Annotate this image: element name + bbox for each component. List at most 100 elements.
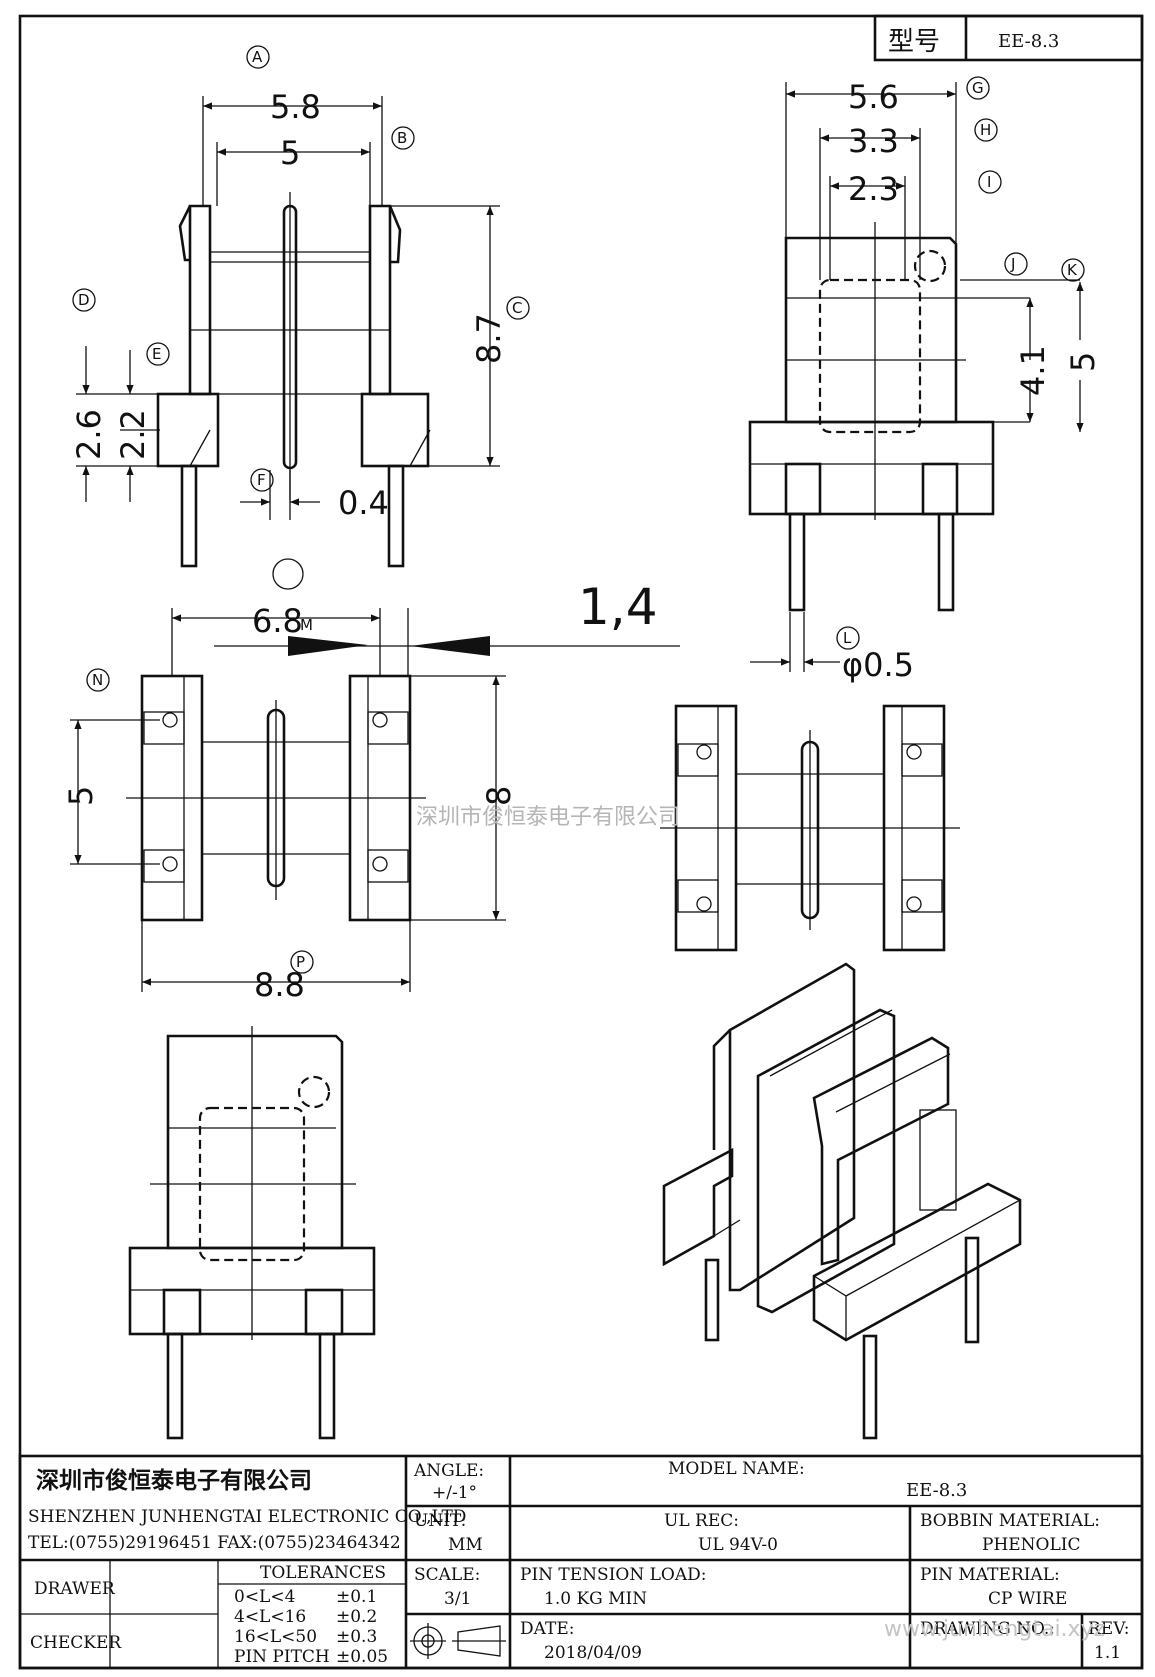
date-label: DATE: <box>520 1619 574 1639</box>
projection-symbol-icon <box>410 1623 506 1659</box>
svg-text:L: L <box>843 629 852 647</box>
label-i: I <box>978 170 1002 194</box>
company-contact: TEL:(0755)29196451 FAX:(0755)23464342 <box>28 1533 401 1553</box>
dim-o-height: 8 <box>480 786 518 806</box>
dim-g-width: 5.6 <box>848 78 899 116</box>
label-f: F <box>250 468 274 492</box>
svg-text:D: D <box>78 291 90 309</box>
svg-text:G: G <box>972 79 984 97</box>
unit-value: MM <box>448 1535 483 1555</box>
label-p: P <box>290 950 314 974</box>
rev-label: REV: <box>1088 1619 1130 1639</box>
end-view <box>128 1026 376 1440</box>
checker-label: CHECKER <box>30 1633 122 1653</box>
dim-d-height: 2.6 <box>70 409 108 460</box>
label-h: H <box>974 118 998 142</box>
angle-value: +/-1° <box>432 1483 477 1503</box>
drawing-no-label: DRAWING NO.: <box>920 1619 1055 1639</box>
dim-a-width: 5.8 <box>270 88 321 126</box>
svg-text:J: J <box>1010 255 1015 273</box>
unit-label: UNIT: <box>414 1511 466 1531</box>
ul-label: UL REC: <box>664 1511 739 1531</box>
rev-value: 1.1 <box>1094 1643 1121 1663</box>
tol-range-1: 4<L<16 <box>234 1607 306 1627</box>
dim-f-pin: 0.4 <box>338 484 389 522</box>
tol-value-3: ±0.05 <box>336 1647 388 1667</box>
dim-j-height: 4.1 <box>1014 345 1052 396</box>
label-d: D <box>72 288 96 312</box>
bottom-view-dimensions: 6.8 M 1,4 5 8 8.8 <box>62 578 680 1004</box>
pin-tension-label: PIN TENSION LOAD: <box>520 1565 707 1585</box>
label-j: J <box>1004 252 1028 276</box>
watermark-url: www.junhengtai.xyz <box>884 1617 1105 1642</box>
svg-text:H: H <box>980 121 991 139</box>
tolerances-title: TOLERANCES <box>260 1563 386 1583</box>
dim-c-height: 8.7 <box>470 313 508 364</box>
pin-tension-value: 1.0 KG MIN <box>544 1589 647 1609</box>
svg-text:K: K <box>1067 261 1078 279</box>
svg-text:C: C <box>512 299 522 317</box>
svg-text:I: I <box>987 173 991 191</box>
bobbin-label: BOBBIN MATERIAL: <box>920 1511 1100 1531</box>
side-view-dimensions: 5.6 3.3 2.3 4.1 5 φ0.5 <box>750 78 1102 684</box>
svg-text:B: B <box>397 129 407 147</box>
dim-m-suffix: M <box>300 616 313 634</box>
label-n: N <box>86 668 110 692</box>
label-c: C <box>506 296 530 320</box>
bobbin-value: PHENOLIC <box>982 1535 1081 1555</box>
drawer-label: DRAWER <box>34 1579 116 1599</box>
front-view-dimensions: 5.8 5 8.7 2.6 2.2 0.4 <box>70 88 508 522</box>
sheet-border <box>18 14 1144 1670</box>
watermark-text: 深圳市俊恒泰电子有限公司 <box>416 805 680 830</box>
label-b: B <box>391 126 415 150</box>
dim-b-width: 5 <box>280 134 300 172</box>
dim-m-width: 6.8 <box>252 602 303 640</box>
isometric-view <box>662 962 1022 1440</box>
label-k: K <box>1061 258 1085 282</box>
dim-l-pin: φ0.5 <box>842 646 914 684</box>
tol-range-2: 16<L<50 <box>234 1627 317 1647</box>
date-value: 2018/04/09 <box>544 1643 642 1663</box>
tol-value-1: ±0.2 <box>336 1607 377 1627</box>
bottom-view <box>126 674 426 922</box>
company-name-cn: 深圳市俊恒泰电子有限公司 <box>36 1467 312 1494</box>
header-model-label: 型号 <box>888 27 940 57</box>
svg-text:P: P <box>296 953 305 971</box>
header-model-box: 型号 EE-8.3 <box>873 14 1144 62</box>
dim-h-width: 3.3 <box>848 122 899 160</box>
label-g: G <box>966 76 990 100</box>
pin-material-value: CP WIRE <box>988 1589 1067 1609</box>
view-labels: A B C D E F G H I J K L N P <box>72 45 1085 974</box>
svg-text:F: F <box>257 471 266 489</box>
dim-e-height: 2.2 <box>114 409 152 460</box>
company-name-en: SHENZHEN JUNHENGTAI ELECTRONIC CO.,LTD <box>28 1507 466 1527</box>
header-model-value: EE-8.3 <box>998 31 1059 52</box>
top-view: 深圳市俊恒泰电子有限公司 <box>416 704 960 952</box>
svg-text:N: N <box>92 671 103 689</box>
dim-i-width: 2.3 <box>848 170 899 208</box>
ul-value: UL 94V-0 <box>698 1535 778 1555</box>
tol-value-2: ±0.3 <box>336 1627 377 1647</box>
dim-n-height: 5 <box>62 786 100 806</box>
dim-k-height: 5 <box>1064 352 1102 372</box>
side-view <box>748 222 1030 612</box>
dim-p-width: 8.8 <box>254 966 305 1004</box>
svg-text:A: A <box>252 48 263 66</box>
scale-value: 3/1 <box>444 1589 471 1609</box>
tol-range-3: PIN PITCH <box>234 1647 330 1667</box>
angle-label: ANGLE: <box>413 1461 484 1481</box>
label-e: E <box>146 342 170 366</box>
tol-value-0: ±0.1 <box>336 1587 377 1607</box>
label-l: L <box>836 626 860 650</box>
front-view <box>156 192 431 568</box>
title-block: 深圳市俊恒泰电子有限公司 SHENZHEN JUNHENGTAI ELECTRO… <box>18 1454 1144 1670</box>
model-name-value: EE-8.3 <box>906 1480 967 1501</box>
svg-text:E: E <box>152 345 161 363</box>
tol-range-0: 0<L<4 <box>234 1587 295 1607</box>
pin-material-label: PIN MATERIAL: <box>920 1565 1060 1585</box>
label-a: A <box>246 45 270 69</box>
label-m <box>272 558 304 590</box>
pin-callout: 1,4 <box>578 578 658 636</box>
scale-label: SCALE: <box>414 1565 480 1585</box>
